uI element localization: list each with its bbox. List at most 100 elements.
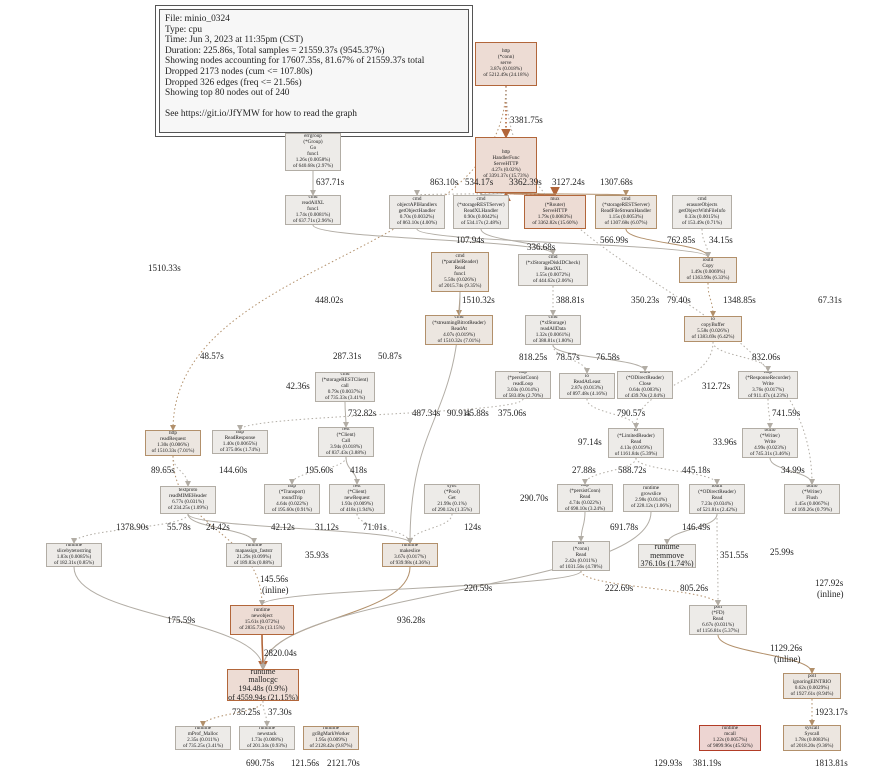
node-label-line: io: [710, 316, 716, 323]
edge-label: 175.59s: [167, 615, 196, 625]
edge-http-readrequest-to-textproto-readmimeheader: [172, 455, 191, 487]
node-label-line: of 439.70s (2.04%): [624, 392, 666, 399]
edge-label: 1348.85s: [723, 295, 756, 305]
node-label-line: runtime: [245, 543, 263, 549]
edge-label: 351.55s: [720, 550, 749, 560]
legend-line: See https://git.io/JfYMW for how to read…: [165, 109, 357, 120]
node-label-line: cmd: [412, 196, 422, 203]
edge-cmd-readxlhandler-to-cmd-diskidcheck-readxl: [480, 228, 556, 255]
node-label-line: Write: [762, 381, 774, 388]
edge-label: 375.06s: [498, 408, 527, 418]
edge-label: 1510.32s: [462, 295, 495, 305]
node-label-line: of 4559.94s (21.15%): [228, 692, 298, 701]
node-label-line: cmd: [455, 253, 465, 260]
edge-label: 534.17s: [465, 177, 494, 187]
node-label-line: of 228.12s (1.06%): [630, 502, 672, 509]
node-label-line: of 521.81s (2.42%): [696, 506, 738, 513]
node-label-line: ioutil: [711, 484, 723, 490]
node-label-line: Call: [341, 438, 351, 445]
edge-label: 832.06s: [752, 352, 781, 362]
node-label-line: of 735.25s (3.41%): [182, 742, 224, 749]
node-label-line: Flush: [806, 495, 818, 502]
node-label-line: http: [168, 430, 178, 437]
node-label-line: (*ResponseRecorder): [745, 375, 791, 382]
node-label-line: Copy: [702, 263, 714, 270]
edge-label: 3127.24s: [552, 177, 585, 187]
node-label-line: Read: [579, 494, 591, 501]
node-cmd-readfilestreamhandler[interactable]: cmd(*storageRESTServer)ReadFileStreamHan…: [595, 195, 657, 229]
edge-label: 24.42s: [206, 522, 230, 532]
edge-label: 35.93s: [305, 550, 329, 560]
node-label-line: 1.45s (0.0067%): [794, 500, 830, 507]
edge-label: 818.25s: [519, 352, 548, 362]
node-label-line: runtime: [194, 726, 212, 732]
edge-label: 741.59s: [772, 408, 801, 418]
edge-net-conn-read-to-runtime-newobject: [259, 570, 582, 606]
node-label-line: runtime: [642, 485, 660, 492]
edge-http-persistconn-read-to-net-conn-read: [578, 511, 586, 542]
node-label-line: readMIMEHeader: [168, 493, 208, 500]
node-label-line: Read: [454, 265, 466, 272]
node-label-line: of 189.83s (0.88%): [233, 559, 275, 566]
node-label-line: 3.76s (0.017%): [752, 386, 784, 393]
node-label-line: Go: [309, 145, 317, 152]
node-label-line: 1.78s (0.0083%): [794, 737, 830, 743]
edge-label: 124s: [464, 522, 482, 532]
node-label-line: of 1307.68s (6.07%): [604, 219, 648, 226]
node-label-line: func1: [454, 271, 466, 277]
node-label-line: 4.74s (0.022%): [569, 499, 601, 506]
node-label-line: syscall: [804, 725, 820, 732]
edge-http-conn-serve-to-http-readrequest: [170, 85, 507, 431]
node-label-line: http: [501, 48, 511, 55]
node-label-line: newRequest: [344, 495, 370, 502]
node-label-line: of 863.10s (4.00%): [396, 219, 438, 226]
